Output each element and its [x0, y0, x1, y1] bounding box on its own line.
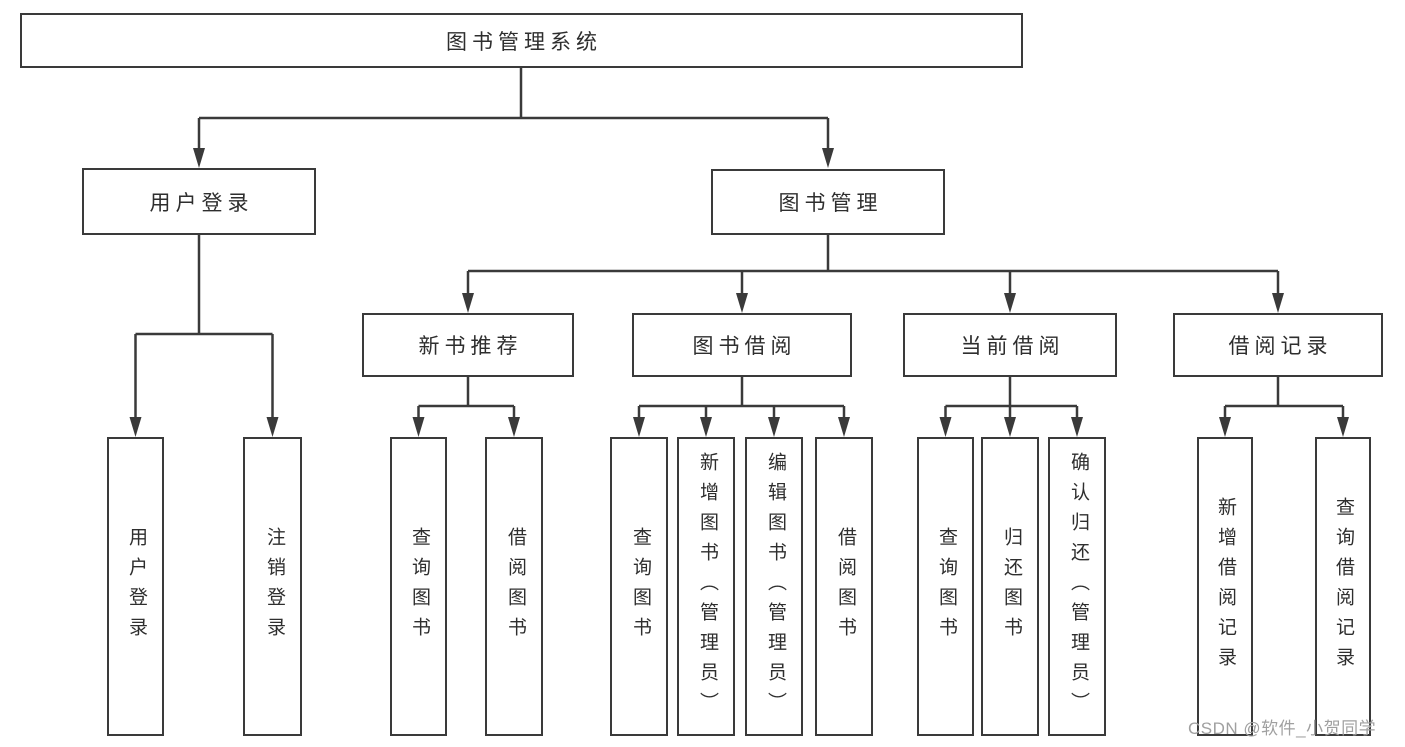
node-book-management-branch: 图书管理 [711, 169, 945, 235]
arrowhead-icon [1071, 417, 1083, 437]
node-book-borrow: 图书借阅 [632, 313, 852, 377]
leaf-query-borrow-record: 查询借阅记录 [1315, 437, 1371, 736]
leaf-return-book: 归还图书 [981, 437, 1039, 736]
leaf-recommend-borrow-book: 借阅图书 [485, 437, 543, 736]
arrowhead-icon [736, 293, 748, 313]
arrowhead-icon [633, 417, 645, 437]
leaf-borrow-book: 借阅图书 [815, 437, 873, 736]
arrowhead-icon [412, 417, 425, 437]
arrowhead-icon [129, 417, 142, 437]
arrowhead-icon [1272, 293, 1284, 313]
leaf-borrow-query-book: 查询图书 [610, 437, 668, 736]
leaf-confirm-return-admin: 确认归还（管理员） [1048, 437, 1106, 736]
arrowhead-icon [700, 417, 712, 437]
arrowhead-icon [822, 148, 834, 168]
arrowhead-icon [1337, 417, 1349, 437]
leaf-edit-book-admin: 编辑图书（管理员） [745, 437, 803, 736]
node-user-login-branch: 用户登录 [82, 168, 316, 235]
leaf-logout: 注销登录 [243, 437, 302, 736]
watermark: CSDN @软件_小贺同学 [1188, 719, 1377, 738]
leaf-user-login: 用户登录 [107, 437, 164, 736]
arrowhead-icon [768, 417, 780, 437]
arrowhead-icon [266, 417, 279, 437]
arrowhead-icon [193, 148, 205, 168]
arrowhead-icon [1219, 417, 1231, 437]
arrowhead-icon [939, 417, 952, 437]
leaf-add-book-admin: 新增图书（管理员） [677, 437, 735, 736]
leaf-recommend-query-book: 查询图书 [390, 437, 447, 736]
arrowhead-icon [1004, 417, 1016, 437]
node-root-system: 图书管理系统 [20, 13, 1023, 68]
leaf-add-borrow-record: 新增借阅记录 [1197, 437, 1253, 736]
node-borrow-records: 借阅记录 [1173, 313, 1383, 377]
arrowhead-icon [1004, 293, 1016, 313]
arrowhead-icon [508, 417, 520, 437]
arrowhead-icon [462, 293, 474, 313]
node-current-borrow: 当前借阅 [903, 313, 1117, 377]
node-new-book-recommend: 新书推荐 [362, 313, 574, 377]
arrowhead-icon [838, 417, 850, 437]
leaf-current-query-book: 查询图书 [917, 437, 974, 736]
